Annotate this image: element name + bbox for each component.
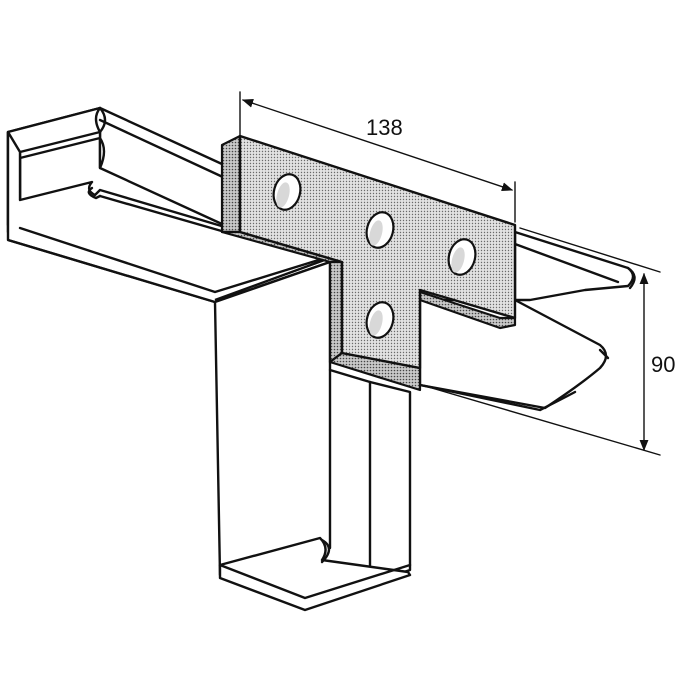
width-dimension-label: 138 bbox=[366, 115, 403, 140]
height-dimension-label: 90 bbox=[651, 352, 675, 377]
width-dimension: 138 bbox=[239, 91, 516, 223]
vertical-channel bbox=[213, 260, 412, 612]
bolt-hole bbox=[365, 211, 395, 249]
height-dimension: 90 bbox=[424, 227, 675, 456]
bolt-hole bbox=[447, 238, 477, 276]
horizontal-channel bbox=[6, 106, 636, 412]
bolt-hole bbox=[365, 301, 395, 339]
